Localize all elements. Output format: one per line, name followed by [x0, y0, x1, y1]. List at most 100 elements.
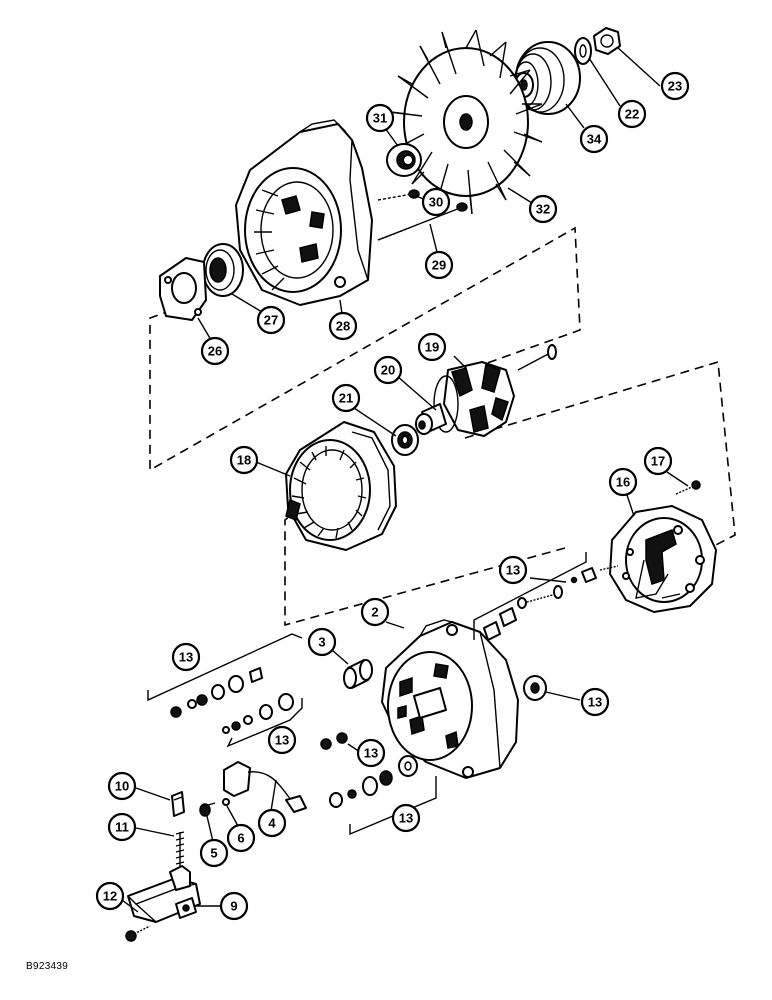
- svg-text:27: 27: [264, 313, 278, 328]
- svg-text:17: 17: [651, 454, 665, 469]
- callout-13-bottom: 13: [391, 803, 421, 833]
- leader-lines: [121, 46, 689, 913]
- group-bracket-middle-left: [226, 698, 303, 748]
- group-bracket-upper-right: [473, 552, 587, 640]
- callout-16: 16: [608, 467, 638, 497]
- svg-text:16: 16: [616, 475, 630, 490]
- svg-text:23: 23: [668, 79, 682, 94]
- callout-29: 29: [424, 250, 454, 280]
- callout-17: 17: [643, 446, 673, 476]
- bearing-upper-part: [386, 143, 422, 177]
- retainer-plate-part: [159, 257, 207, 321]
- svg-text:13: 13: [399, 811, 413, 826]
- callout-6: 6: [226, 823, 256, 853]
- shaft-slip-ring-part: [415, 403, 447, 435]
- svg-text:12: 12: [103, 889, 117, 904]
- callout-20: 20: [373, 355, 403, 385]
- svg-text:13: 13: [588, 695, 602, 710]
- rotor-part: [433, 344, 557, 437]
- svg-text:32: 32: [536, 202, 550, 217]
- svg-text:5: 5: [210, 846, 217, 861]
- svg-text:13: 13: [506, 563, 520, 578]
- washer-part: [574, 37, 592, 65]
- callout-22: 22: [617, 99, 647, 129]
- svg-text:31: 31: [373, 111, 387, 126]
- screw-short-part: [377, 189, 420, 201]
- svg-text:19: 19: [425, 340, 439, 355]
- fan-part: [389, 29, 543, 215]
- callout-4: 4: [257, 808, 287, 838]
- svg-text:13: 13: [275, 733, 289, 748]
- svg-text:3: 3: [318, 635, 325, 650]
- svg-text:2: 2: [371, 605, 378, 620]
- svg-text:13: 13: [364, 746, 378, 761]
- svg-text:22: 22: [625, 107, 639, 122]
- hardware-row-lower-part: [222, 693, 294, 734]
- svg-text:20: 20: [381, 363, 395, 378]
- callout-18: 18: [229, 445, 259, 475]
- screw-17-part: [675, 480, 701, 495]
- svg-text:13: 13: [179, 650, 193, 665]
- callout-10: 10: [107, 771, 137, 801]
- svg-text:30: 30: [429, 195, 443, 210]
- spring-part: [175, 831, 185, 877]
- callout-21: 21: [331, 383, 361, 413]
- callout-13-upper-left: 13: [171, 642, 201, 672]
- callout-32: 32: [528, 194, 558, 224]
- callout-13-middle-left: 13: [267, 725, 297, 755]
- front-housing-part: [235, 119, 373, 306]
- group-bracket-upper-left: [147, 633, 303, 702]
- callout-19: 19: [417, 332, 447, 362]
- callout-9: 9: [219, 891, 249, 921]
- svg-text:34: 34: [587, 132, 602, 147]
- callout-26: 26: [200, 336, 230, 366]
- terminal-stud-hardware-part: [483, 567, 597, 641]
- nut-part: [593, 27, 621, 55]
- bearing-front-part: [202, 243, 244, 297]
- svg-text:6: 6: [237, 831, 244, 846]
- svg-text:28: 28: [336, 319, 350, 334]
- spacer-part: [343, 659, 373, 689]
- callout-23: 23: [660, 71, 690, 101]
- svg-text:26: 26: [208, 344, 222, 359]
- screw-12-part: [125, 925, 151, 942]
- svg-text:9: 9: [230, 899, 237, 914]
- regulator-part: [127, 865, 201, 923]
- callout-3: 3: [307, 627, 337, 657]
- hardware-nuts-middle-part: [320, 732, 348, 750]
- screw-5-part: [199, 802, 216, 817]
- callout-13-middle: 13: [356, 738, 386, 768]
- callout-30: 30: [421, 187, 451, 217]
- callout-27: 27: [256, 305, 286, 335]
- bushing-right-part: [523, 675, 547, 701]
- assembly-dashed-line-lower: [284, 360, 736, 627]
- svg-text:18: 18: [237, 453, 251, 468]
- callout-28: 28: [328, 311, 358, 341]
- assembly-dashed-line-upper: [149, 226, 581, 472]
- svg-text:29: 29: [432, 258, 446, 273]
- svg-text:4: 4: [268, 816, 276, 831]
- callout-12: 12: [95, 881, 125, 911]
- through-bolt-part: [377, 202, 468, 241]
- rear-housing-part: [381, 619, 519, 779]
- bearing-rear-part: [391, 424, 419, 456]
- svg-text:11: 11: [115, 820, 129, 835]
- hardware-row-upper-part: [170, 667, 263, 718]
- rectifier-part: [599, 505, 717, 613]
- callout-31: 31: [365, 103, 395, 133]
- drawing-id-label: B923439: [26, 961, 69, 972]
- stator-part: [285, 421, 397, 551]
- svg-text:21: 21: [339, 391, 353, 406]
- hardware-row-bottom-part: [329, 755, 418, 808]
- callout-5: 5: [199, 838, 229, 868]
- callout-13-right: 13: [580, 687, 610, 717]
- callout-13-terminal: 13: [498, 555, 528, 585]
- callout-2: 2: [360, 597, 390, 627]
- callout-34: 34: [579, 124, 609, 154]
- svg-text:10: 10: [115, 779, 129, 794]
- capacitor-part: [223, 761, 307, 813]
- callout-11: 11: [107, 812, 137, 842]
- brush-part: [171, 791, 185, 817]
- washer-small-part: [222, 798, 230, 806]
